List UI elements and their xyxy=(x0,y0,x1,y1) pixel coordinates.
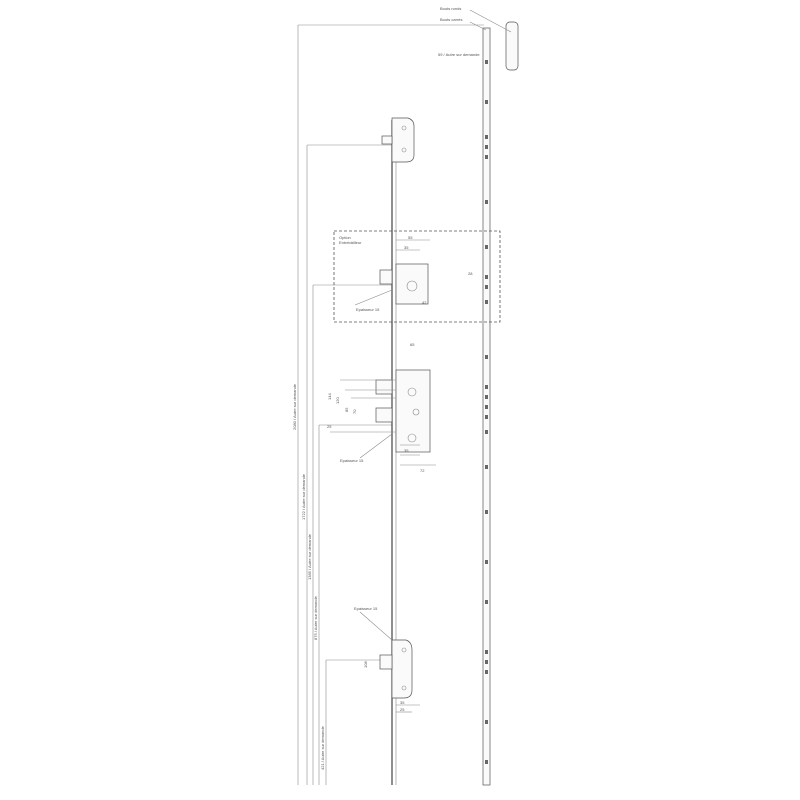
plate-hole xyxy=(485,405,488,409)
bottom-dim: 108 xyxy=(363,661,368,668)
option-title-1: Option xyxy=(339,235,351,240)
bottom-thickness-label: Epaisseur 15 xyxy=(354,606,378,611)
plate-hole xyxy=(485,760,488,764)
option-dim: 35 xyxy=(404,245,409,250)
plate-hole xyxy=(485,650,488,654)
top-length-label: 59 / Autre sur demande xyxy=(438,52,480,57)
main-dim: 70 xyxy=(352,409,357,414)
bottom-dim: 25 xyxy=(400,707,405,712)
main-dim: 85 xyxy=(344,407,349,412)
plate-hole xyxy=(485,385,488,389)
option-thickness-label: Epaisseur 15 xyxy=(356,307,380,312)
plate-hole xyxy=(485,275,488,279)
plate-hole xyxy=(485,720,488,724)
main-lock xyxy=(330,369,436,466)
plate-hole xyxy=(485,100,488,104)
dim-label-1: 2080 / Autre sur demande xyxy=(292,383,297,430)
plate-hole xyxy=(485,355,488,359)
option-title-2: Entrebâilleur xyxy=(339,240,362,245)
main-dim: 120 xyxy=(335,397,340,404)
plate-hole xyxy=(485,415,488,419)
plate-hole xyxy=(485,285,488,289)
plate-hole xyxy=(485,600,488,604)
main-thickness-label: Epaisseur 15 xyxy=(340,458,364,463)
plate-hole xyxy=(485,200,488,204)
main-dim: 65 xyxy=(410,342,415,347)
plate-hole xyxy=(485,155,488,159)
plate-hole xyxy=(485,465,488,469)
plate-hole xyxy=(485,60,488,64)
option-dim: 28 xyxy=(468,271,473,276)
main-dim: 35 xyxy=(404,448,409,453)
plate-hole xyxy=(485,300,488,304)
bottom-hook-lock xyxy=(359,611,420,713)
round-ends-label: Bouts ronds xyxy=(440,6,461,11)
option-dim: 55 xyxy=(408,235,413,240)
plate-hole xyxy=(485,135,488,139)
front-plate xyxy=(482,27,491,786)
plate-hole xyxy=(485,430,488,434)
plate-hole xyxy=(485,510,488,514)
bottom-dim: 35 xyxy=(400,700,405,705)
option-box xyxy=(333,230,501,323)
option-dim: 42 xyxy=(422,300,427,305)
plate-hole xyxy=(485,395,488,399)
dim-label-3: 1385 / Autre sur demande xyxy=(307,533,312,580)
main-dim: 25 xyxy=(327,424,332,429)
round-end-cap xyxy=(505,21,519,71)
square-ends-label: Bouts carrés xyxy=(440,17,462,22)
plate-hole xyxy=(485,245,488,249)
dim-label-2: 1722 / Autre sur demande xyxy=(301,473,306,520)
main-dim: 144 xyxy=(327,393,332,400)
plate-hole xyxy=(485,560,488,564)
plate-hole xyxy=(485,670,488,674)
top-hook-lock xyxy=(381,117,415,163)
dim-label-4: 875 / Autre sur demande xyxy=(313,595,318,640)
option-latch xyxy=(354,239,430,306)
dimension-lines xyxy=(297,24,484,785)
main-dim: 72 xyxy=(420,468,425,473)
plate-hole xyxy=(485,145,488,149)
dim-label-5: 421 / Autre sur demande xyxy=(320,725,325,770)
plate-hole xyxy=(485,660,488,664)
